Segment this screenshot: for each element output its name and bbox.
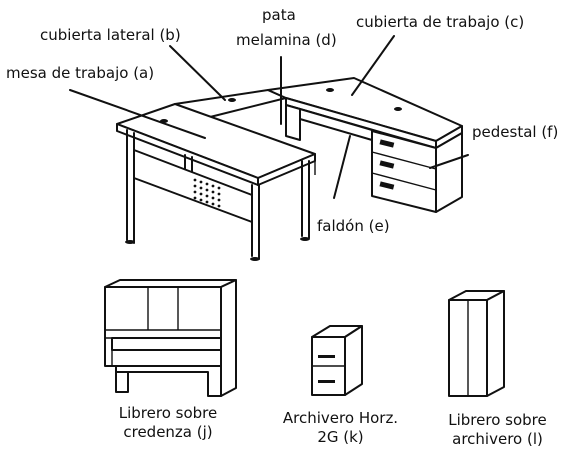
hutch-credenza-drawing [104, 279, 237, 397]
melamine-leg [285, 104, 301, 141]
drawer-handle-icon [379, 181, 395, 190]
caption-librero-archivero: Librero sobre archivero (l) [448, 411, 547, 448]
drawer-handle-icon [379, 160, 395, 169]
pedestal-side [435, 132, 463, 213]
label-faldon: faldón (e) [317, 217, 390, 235]
grommet-icon [228, 98, 236, 102]
perforation-pattern [193, 178, 221, 208]
drawer-handle-icon [318, 380, 335, 383]
file-cabinet-drawing [311, 325, 363, 396]
front-modesty-panel [133, 149, 253, 223]
hutch-side [220, 279, 237, 397]
caption-archivero-horz: Archivero Horz. 2G (k) [282, 409, 399, 446]
leader-lines [69, 35, 469, 199]
label-pedestal: pedestal (f) [472, 123, 559, 141]
label-cubierta-lateral: cubierta lateral (b) [40, 26, 181, 44]
label-pata-line1: pata [262, 6, 296, 24]
grommet-icon [394, 107, 402, 111]
hutch-front [104, 286, 222, 367]
label-cubierta-de-trabajo: cubierta de trabajo (c) [356, 13, 525, 31]
tall-cabinet-drawing [448, 290, 505, 397]
l-desk-drawing [116, 77, 463, 261]
cabinet-side [344, 325, 363, 396]
caption-librero-credenza: Librero sobre credenza (j) [118, 404, 218, 441]
leader-f [429, 154, 469, 169]
leader-c [351, 35, 395, 96]
label-mesa-de-trabajo: mesa de trabajo (a) [6, 64, 155, 82]
leader-e [333, 135, 351, 199]
grommet-icon [326, 88, 334, 92]
drawer-handle-icon [318, 355, 335, 358]
label-pata-melamina: melamina (d) [236, 31, 337, 49]
tall-cabinet-side [486, 290, 505, 397]
leader-b [169, 45, 226, 101]
leader-a [69, 89, 206, 139]
drawer-handle-icon [379, 139, 395, 148]
